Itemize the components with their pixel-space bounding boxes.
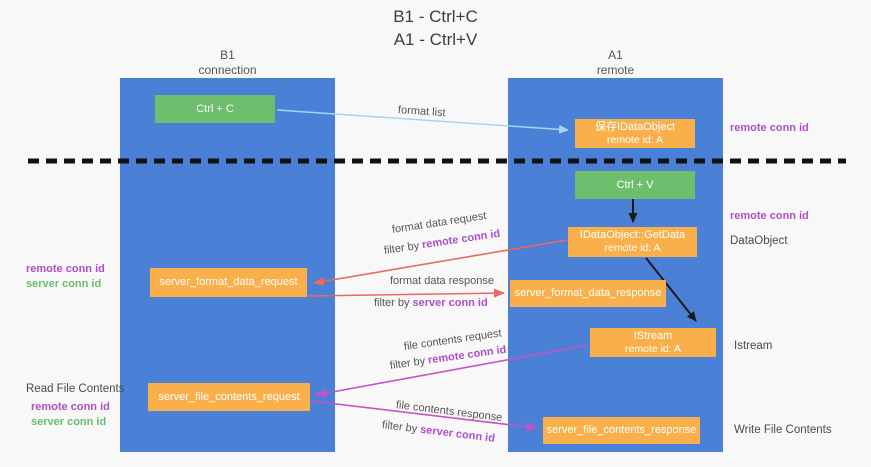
getdata-line2: remote id: A: [604, 242, 661, 255]
idataobject-getdata-box: IDataObject::GetData remote id: A: [568, 227, 697, 257]
istream-box: IStream remote id: A: [590, 328, 716, 357]
save-idataobject-box: 保存IDataObject remote id: A: [575, 119, 695, 148]
ctrl-c-box: Ctrl + C: [155, 95, 275, 123]
server-file-contents-request-label: server_file_contents_request: [158, 390, 300, 403]
ctrl-c-label: Ctrl + C: [196, 102, 234, 115]
save-idataobject-line1: 保存IDataObject: [594, 120, 676, 133]
right-write-file-contents-label: Write File Contents: [734, 424, 832, 436]
istream-line2: remote id: A: [624, 342, 682, 355]
label-filter-by-server-conn-id-2: filter by server conn id: [381, 419, 495, 445]
column-header-a1: A1 remote: [508, 48, 723, 78]
server-format-data-request-box: server_format_data_request: [150, 268, 307, 297]
title-line-1: B1 - Ctrl+C: [393, 7, 478, 26]
filter-by-text: filter by: [383, 239, 423, 257]
label-filter-by-server-conn-id-1: filter by server conn id: [374, 297, 488, 309]
istream-line1: IStream: [633, 329, 673, 342]
right-remote-conn-id-1: remote conn id: [730, 122, 809, 134]
left-remote-conn-id-2: remote conn id: [31, 401, 110, 413]
label-format-list: format list: [397, 104, 446, 120]
column-b1-role: connection: [198, 63, 257, 77]
server-format-data-response-label: server_format_data_response: [514, 287, 662, 300]
right-istream-label: Istream: [734, 340, 773, 352]
right-remote-conn-id-2: remote conn id: [730, 210, 809, 222]
ctrl-v-label: Ctrl + V: [616, 178, 654, 191]
remote-conn-id-text: remote conn id: [421, 227, 501, 252]
left-read-file-contents-label: Read File Contents: [26, 383, 125, 395]
left-server-conn-id-2: server conn id: [31, 416, 107, 428]
column-a1-name: A1: [608, 48, 623, 62]
getdata-line1: IDataObject::GetData: [579, 229, 686, 242]
left-server-conn-id-1: server conn id: [26, 278, 102, 290]
right-dataobject-label: DataObject: [730, 235, 788, 247]
server-format-data-response-box: server_format_data_response: [510, 280, 666, 307]
server-conn-id-text: server conn id: [412, 297, 488, 309]
server-file-contents-request-box: server_file_contents_request: [148, 383, 310, 411]
save-idataobject-line2: remote id: A: [606, 133, 664, 146]
label-file-contents-response: file contents response: [395, 399, 503, 424]
diagram-title: B1 - Ctrl+C A1 - Ctrl+V: [0, 6, 871, 52]
column-a1-role: remote: [596, 63, 635, 77]
server-file-contents-response-label: server_file_contents_response: [546, 424, 697, 437]
server-conn-id-text: server conn id: [419, 423, 496, 445]
filter-by-text: filter by: [381, 419, 421, 436]
ctrl-v-box: Ctrl + V: [575, 171, 695, 199]
filter-by-text: filter by: [389, 354, 429, 372]
left-remote-conn-id-1: remote conn id: [26, 263, 105, 275]
column-b1-name: B1: [220, 48, 235, 62]
title-line-2: A1 - Ctrl+V: [393, 29, 478, 49]
arrow-format-data-response: [307, 288, 505, 298]
column-header-b1: B1 connection: [120, 48, 335, 78]
label-format-data-response: format data response: [390, 275, 494, 287]
server-file-contents-response-box: server_file_contents_response: [543, 417, 700, 444]
server-format-data-request-label: server_format_data_request: [159, 276, 298, 289]
filter-by-text: filter by: [374, 297, 413, 309]
